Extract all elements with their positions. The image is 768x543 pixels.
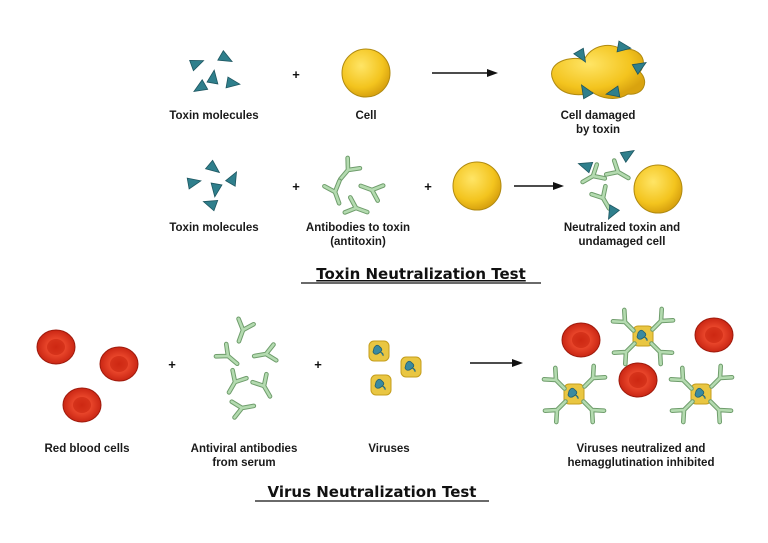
virus-test-title: Virus Neutralization Test: [268, 483, 477, 501]
antiviral-antibodies-label-line1: Antiviral antibodies: [191, 443, 298, 455]
antitoxin-label-line1: Antibodies to toxin: [306, 222, 410, 234]
red-blood-cells-label: Red blood cells: [45, 443, 130, 455]
viruses-group: [368, 340, 422, 396]
neutralized-toxin-label-line2: undamaged cell: [579, 236, 666, 248]
toxin-molecules-label-row2: Toxin molecules: [169, 222, 258, 234]
viruses-neutralized-label-line2: hemagglutination inhibited: [568, 457, 715, 469]
undamaged-cell: [633, 164, 683, 214]
neutralized-toxin-complex: [577, 145, 683, 222]
toxin-test-title: Toxin Neutralization Test: [316, 265, 526, 283]
viruses-neutralized-label-line1: Viruses neutralized and: [577, 443, 706, 455]
toxin-molecules-group-row1: [189, 50, 242, 97]
toxin-molecules-label-row1: Toxin molecules: [169, 110, 258, 122]
healthy-cell-row1: [341, 48, 391, 98]
plus-sign-row2-second: +: [424, 179, 432, 194]
neutralized-toxin-label-line1: Neutralized toxin and: [564, 222, 680, 234]
antiviral-antibodies-group: [216, 319, 277, 418]
plus-sign-virus-first: +: [168, 357, 176, 372]
arrow-row2: [514, 182, 564, 190]
cell-label: Cell: [355, 110, 376, 122]
antitoxin-label-line2: (antitoxin): [330, 236, 386, 248]
damaged-cell-label-line1: Cell damaged: [561, 110, 636, 122]
red-blood-cells-group: [36, 329, 139, 423]
toxin-molecules-group-row2: [186, 159, 243, 212]
antiviral-antibodies-label-line2: from serum: [212, 457, 275, 469]
damaged-cell-label-line2: by toxin: [576, 124, 620, 136]
viruses-label: Viruses: [368, 443, 409, 455]
healthy-cell-row2: [452, 161, 502, 211]
arrow-virus: [470, 359, 523, 367]
damaged-cell: [551, 40, 650, 100]
plus-sign-row2-first: +: [292, 179, 300, 194]
plus-sign-row1: +: [292, 67, 300, 82]
antitoxin-antibodies-group: [324, 158, 383, 220]
arrow-row1: [432, 69, 498, 77]
plus-sign-virus-second: +: [314, 357, 322, 372]
neutralized-viruses-complex: [544, 309, 733, 422]
